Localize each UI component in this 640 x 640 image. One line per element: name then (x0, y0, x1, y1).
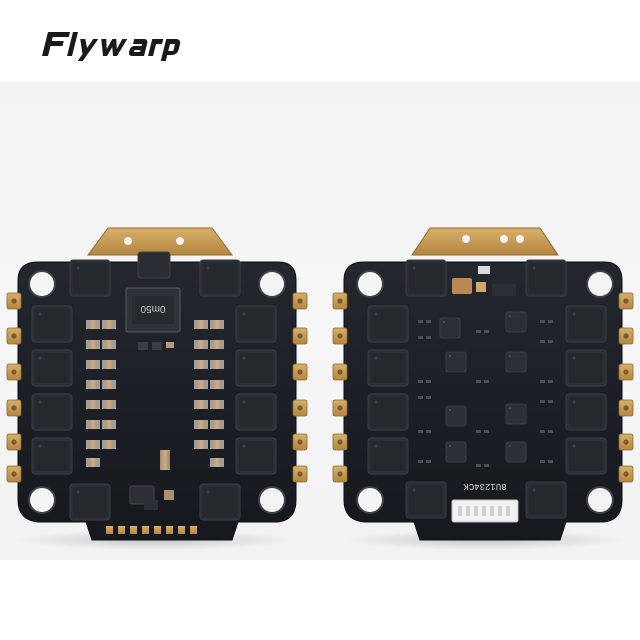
mosfet-chip (235, 305, 277, 343)
tab-hole (176, 237, 184, 245)
motor-pad (332, 327, 348, 345)
pcb-body (343, 261, 623, 541)
smd-part (166, 342, 174, 348)
mosfet-chip (235, 393, 277, 431)
flywarp-logo (42, 32, 181, 61)
motor-pad (618, 465, 634, 483)
mosfet-chip (565, 349, 607, 387)
mosfet-chip (31, 349, 73, 387)
mounting-hole (586, 270, 614, 298)
esc-board-top-side: 0m50 (6, 227, 308, 541)
driver-chip (505, 351, 527, 373)
tab-hole (516, 235, 524, 243)
battery-tab (411, 227, 559, 256)
tab-hole (124, 237, 132, 245)
mosfet-chip (199, 483, 241, 521)
silkscreen-label: 8U1234CK (463, 481, 507, 491)
mosfet-chip (367, 349, 409, 387)
passive-components (418, 320, 553, 467)
smd-part (160, 450, 170, 470)
driver-chip (445, 405, 467, 427)
driver-chip (445, 441, 467, 463)
mosfet-chip (367, 393, 409, 431)
mosfet-chip (31, 393, 73, 431)
motor-pad (6, 465, 22, 483)
motor-pad (292, 433, 308, 451)
connector-pins (458, 506, 510, 516)
mosfet-chip (565, 393, 607, 431)
mounting-hole (258, 270, 286, 298)
mounting-hole (258, 486, 286, 514)
motor-pad (292, 399, 308, 417)
motor-pad (6, 399, 22, 417)
motor-pad (6, 327, 22, 345)
motor-pad (618, 327, 634, 345)
mosfet-chip (69, 259, 111, 297)
motor-pad (332, 465, 348, 483)
esc-board-bottom-side: 8U1234CK (332, 227, 634, 541)
shunt-label: 0m50 (140, 303, 165, 314)
motor-pad (292, 292, 308, 310)
mounting-hole (586, 486, 614, 514)
motor-pad (292, 465, 308, 483)
driver-chip (505, 441, 527, 463)
battery-tab (87, 227, 233, 256)
mosfet-chip (565, 305, 607, 343)
mosfet-chip (405, 259, 447, 297)
smd-part (492, 284, 516, 296)
mosfet-chip (235, 349, 277, 387)
mosfet-chip (565, 437, 607, 475)
mosfet-chip (31, 305, 73, 343)
motor-pad (332, 433, 348, 451)
motor-pad (618, 363, 634, 381)
inductor (137, 251, 171, 279)
motor-pad (618, 433, 634, 451)
shunt-face (132, 296, 174, 324)
motor-pad (332, 292, 348, 310)
mosfet-chip (405, 481, 447, 519)
motor-pad (332, 363, 348, 381)
mosfet-chip (235, 437, 277, 475)
smd-part (144, 500, 158, 510)
mounting-hole (356, 270, 384, 298)
motor-pad (618, 292, 634, 310)
motor-pad (6, 292, 22, 310)
mosfet-chip (367, 437, 409, 475)
driver-chip (505, 311, 527, 333)
smd-part (476, 282, 486, 292)
motor-pad (332, 399, 348, 417)
mounting-hole (28, 486, 56, 514)
signal-pads (106, 526, 197, 534)
motor-pad (6, 433, 22, 451)
mosfet-chip (367, 305, 409, 343)
motor-pad (292, 363, 308, 381)
tab-hole (500, 235, 508, 243)
mosfet-chip (525, 481, 567, 519)
mosfet-chip (69, 483, 111, 521)
smd-part (164, 490, 174, 500)
driver-chip (445, 351, 467, 373)
driver-chip (439, 317, 461, 339)
mosfet-chip (31, 437, 73, 475)
mounting-hole (356, 486, 384, 514)
driver-chip (505, 403, 527, 425)
mosfet-chip (199, 259, 241, 297)
smd-part (452, 278, 472, 294)
mounting-hole (28, 270, 56, 298)
smd-part (152, 342, 162, 350)
pcb-body (17, 261, 297, 541)
tab-hole (462, 235, 470, 243)
motor-pad (618, 399, 634, 417)
motor-pad (6, 363, 22, 381)
mosfet-chip (525, 259, 567, 297)
smd-part (478, 266, 490, 274)
motor-pad (292, 327, 308, 345)
smd-part (138, 342, 148, 350)
regulator (129, 485, 155, 505)
